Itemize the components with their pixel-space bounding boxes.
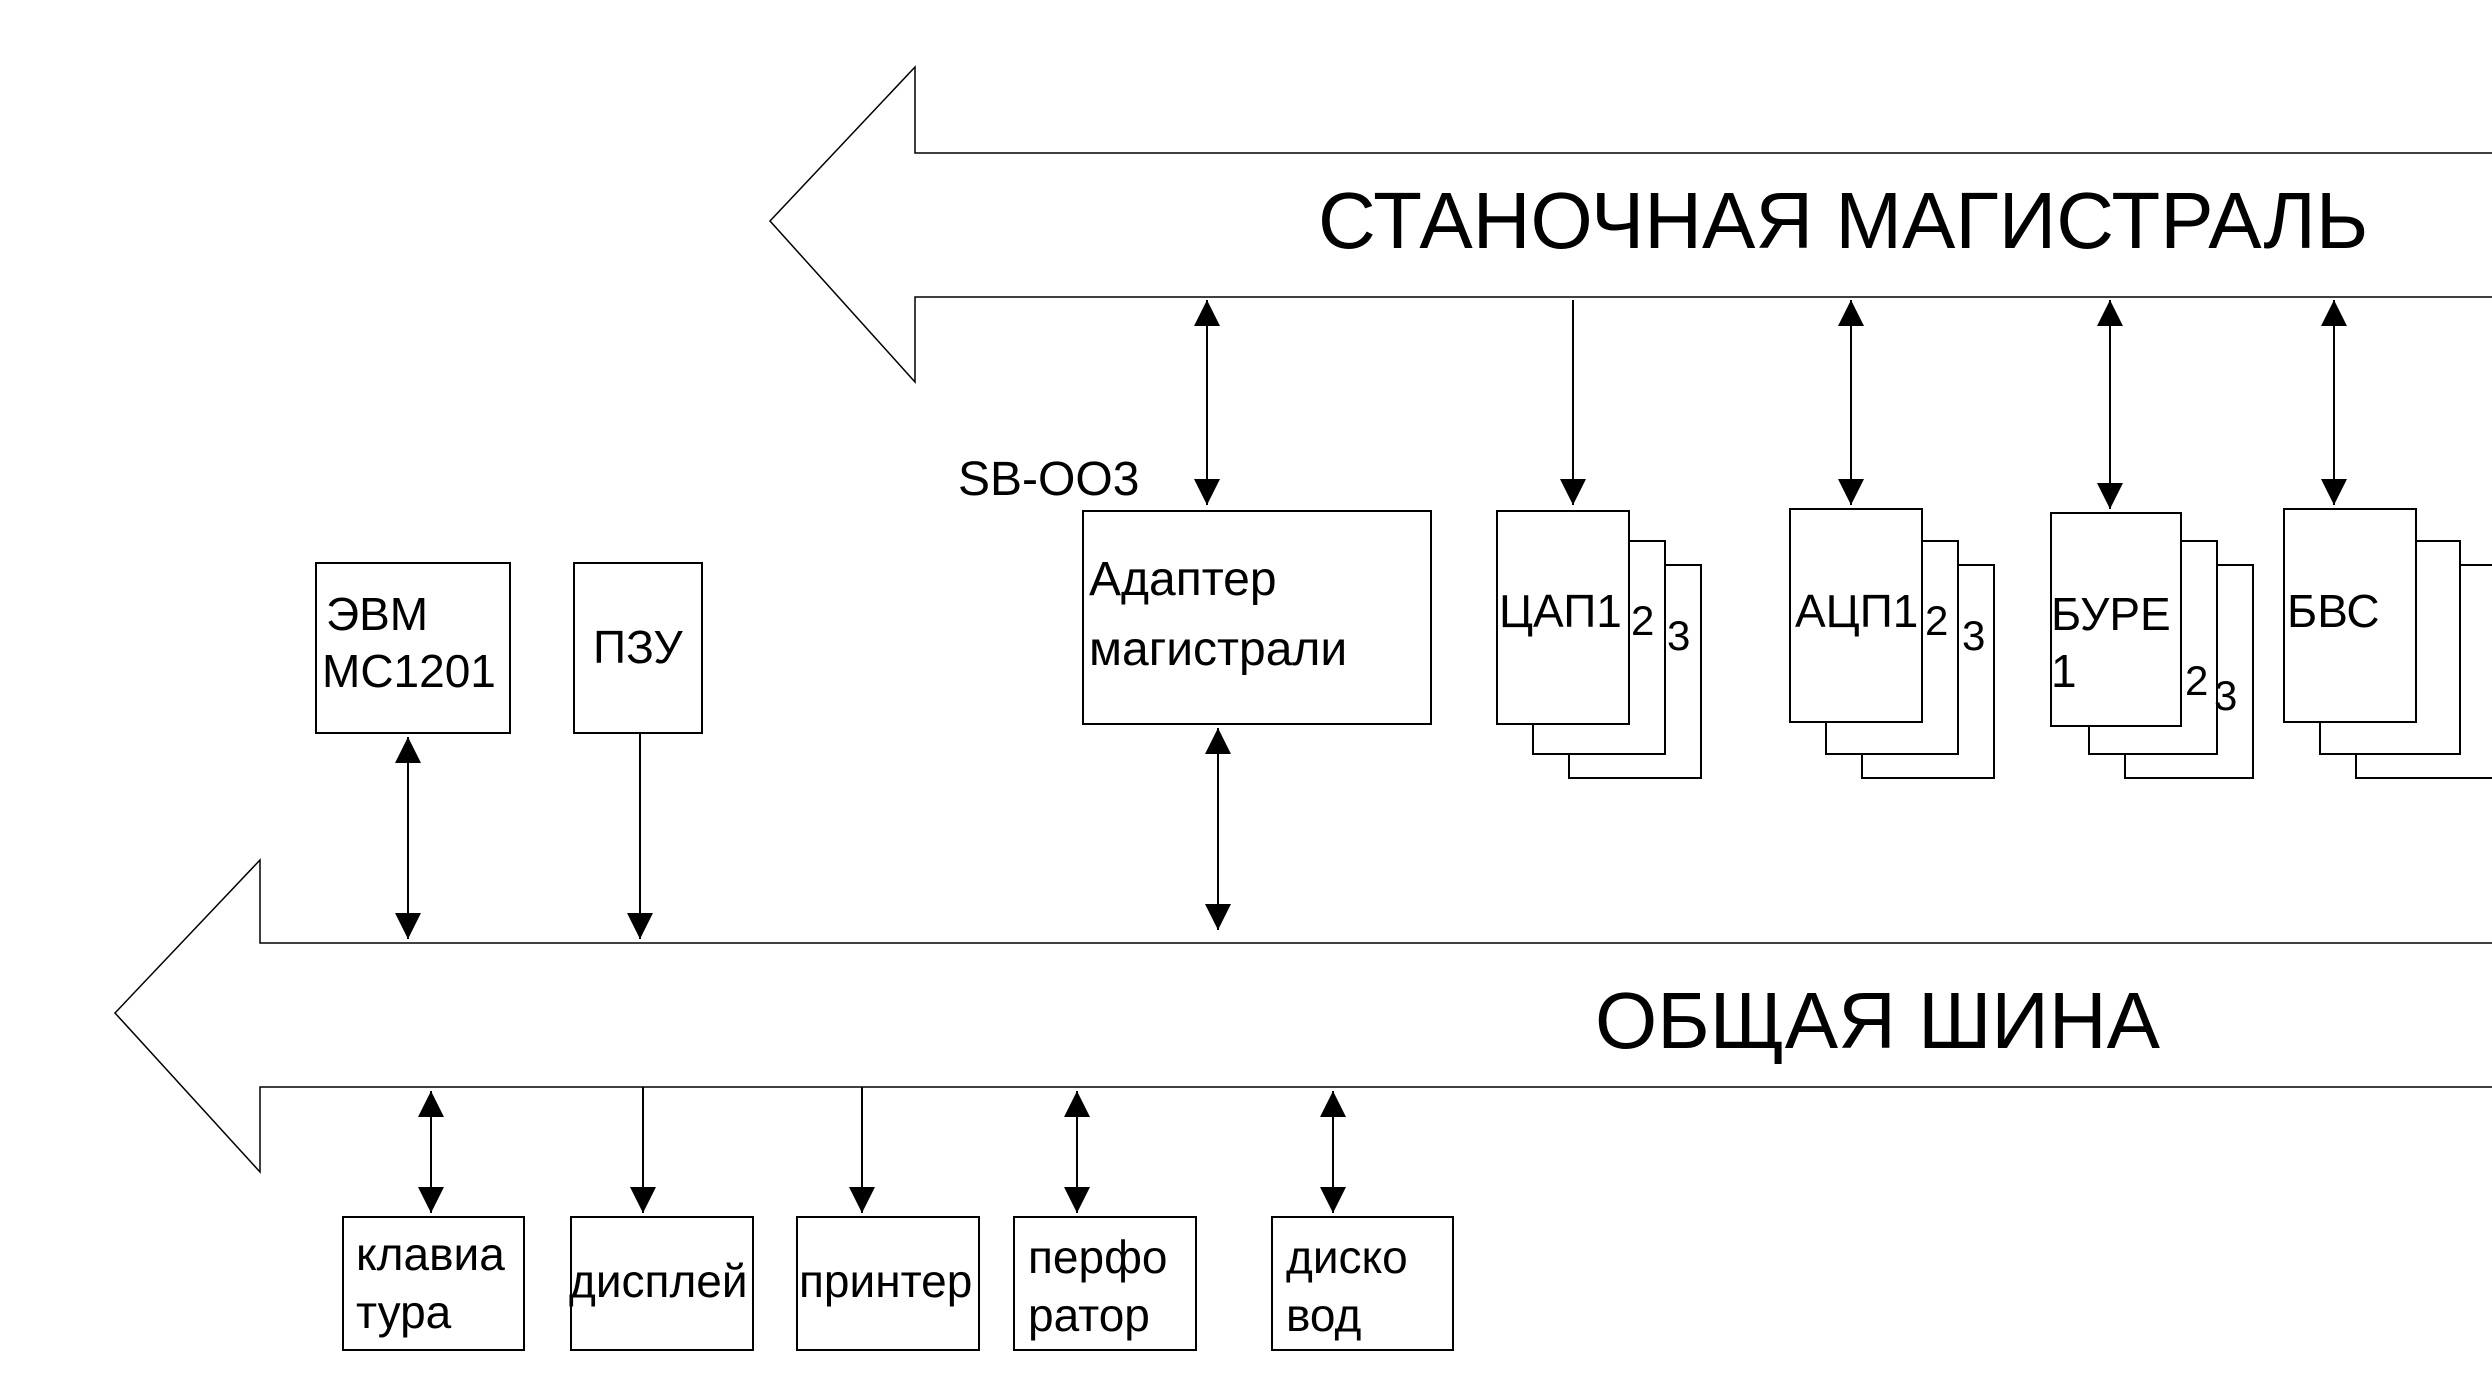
keyboard-label-line1: клавиа — [356, 1228, 505, 1280]
adapter-label-line1: Адаптер — [1089, 553, 1277, 606]
bure-label-line1: БУРЕ — [2051, 588, 2171, 640]
adc-number-2: 2 — [1925, 597, 1948, 644]
puncher-block: перфо ратор — [1013, 1216, 1197, 1351]
printer-block: принтер — [796, 1216, 980, 1351]
computer-label-line2: МС1201 — [322, 645, 496, 697]
keyboard-block: клавиа тура — [342, 1216, 525, 1351]
keyboard-label-line2: тура — [356, 1286, 452, 1338]
adc-label: АЦП1 — [1795, 585, 1918, 637]
bure-number-3: 3 — [2214, 672, 2237, 719]
connectors — [395, 300, 2347, 1213]
display-label: дисплей — [569, 1255, 748, 1307]
disk-drive-label-line2: вод — [1286, 1289, 1361, 1341]
machine-bus-title: СТАНОЧНАЯ МАГИСТРАЛЬ — [1318, 176, 2368, 265]
adapter-label-line2: магистрали — [1089, 623, 1347, 676]
disk-drive-block: диско вод — [1271, 1216, 1454, 1351]
computer-label-line1: ЭВМ — [326, 588, 428, 640]
dac-number-2: 2 — [1631, 597, 1654, 644]
common-bus: ОБЩАЯ ШИНА — [113, 858, 2492, 1174]
puncher-label-line1: перфо — [1028, 1231, 1168, 1283]
bus-adapter-block: SB-OO3 Адаптер магистрали — [958, 453, 1432, 725]
rom-label: ПЗУ — [593, 621, 683, 673]
machine-bus: СТАНОЧНАЯ МАГИСТРАЛЬ — [768, 65, 2492, 384]
common-bus-title: ОБЩАЯ ШИНА — [1595, 976, 2161, 1065]
dac-block: ЦАП1 2 3 — [1496, 510, 1702, 779]
dac-number-3: 3 — [1667, 612, 1690, 659]
bure-number-2: 2 — [2185, 657, 2208, 704]
display-block: дисплей — [569, 1216, 754, 1351]
disk-drive-label-line1: диско — [1286, 1231, 1408, 1283]
dac-label: ЦАП1 — [1499, 585, 1622, 637]
computer-block: ЭВМ МС1201 — [315, 562, 511, 734]
bvs-block: БВС — [2283, 508, 2492, 779]
puncher-label-line2: ратор — [1028, 1289, 1150, 1341]
bure-label-line2: 1 — [2051, 645, 2077, 697]
bure-block: БУРЕ 1 2 3 — [2050, 512, 2254, 779]
printer-label: принтер — [799, 1255, 972, 1307]
adapter-tag: SB-OO3 — [958, 453, 1139, 506]
rom-block: ПЗУ — [573, 562, 703, 734]
bvs-label: БВС — [2287, 585, 2380, 637]
adc-number-3: 3 — [1962, 612, 1985, 659]
adc-block: АЦП1 2 3 — [1789, 508, 1995, 779]
